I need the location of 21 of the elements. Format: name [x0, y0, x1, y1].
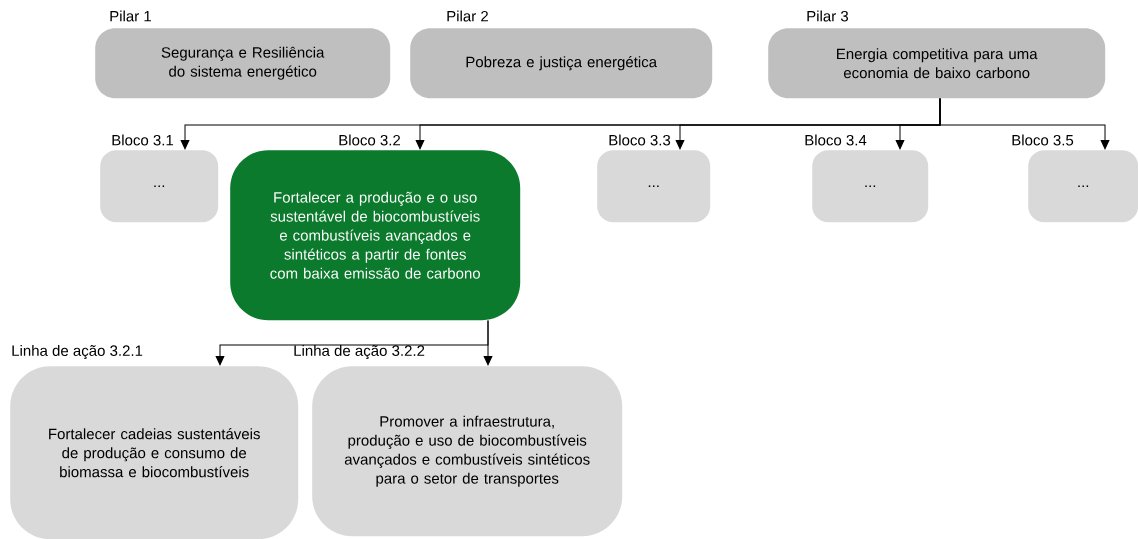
pillar-box: Energia competitiva para uma economia de baixo carbono [768, 28, 1106, 99]
box-heading: Bloco 3.2 [339, 134, 401, 146]
arrow [939, 97, 1110, 150]
pillar-box: Pobreza e justiça energética [410, 28, 713, 99]
block-box: ... [812, 150, 929, 223]
pillar-box: Segurança e Resiliência do sistema energético [95, 28, 391, 99]
box-heading: Pilar 1 [110, 10, 151, 22]
box-heading: Bloco 3.4 [805, 134, 867, 146]
block-box: ... [1028, 150, 1138, 223]
block-box: ... [597, 150, 711, 223]
box-heading: Bloco 3.5 [1012, 134, 1074, 146]
block-box: ... [100, 150, 219, 223]
box-heading: Linha de ação 3.2.2 [294, 345, 425, 360]
box-heading: Pilar 2 [447, 10, 488, 22]
box-heading: Bloco 3.1 [112, 134, 174, 146]
arrow [483, 319, 493, 366]
box-heading: Pilar 3 [807, 10, 849, 22]
box-heading: Bloco 3.3 [609, 134, 671, 146]
box-heading: Linha de ação 3.2.1 [12, 345, 143, 360]
block-box: Fortalecer a produção e o uso sustentável de biocombustíveis e combustíveis avançados e sintéticos a partir de fontes com baixa emissão de carbono [230, 150, 521, 321]
action-line-box: Fortalecer cadeias sustentáveis de produção e consumo de biomassa e biocombustíveis [10, 366, 299, 539]
